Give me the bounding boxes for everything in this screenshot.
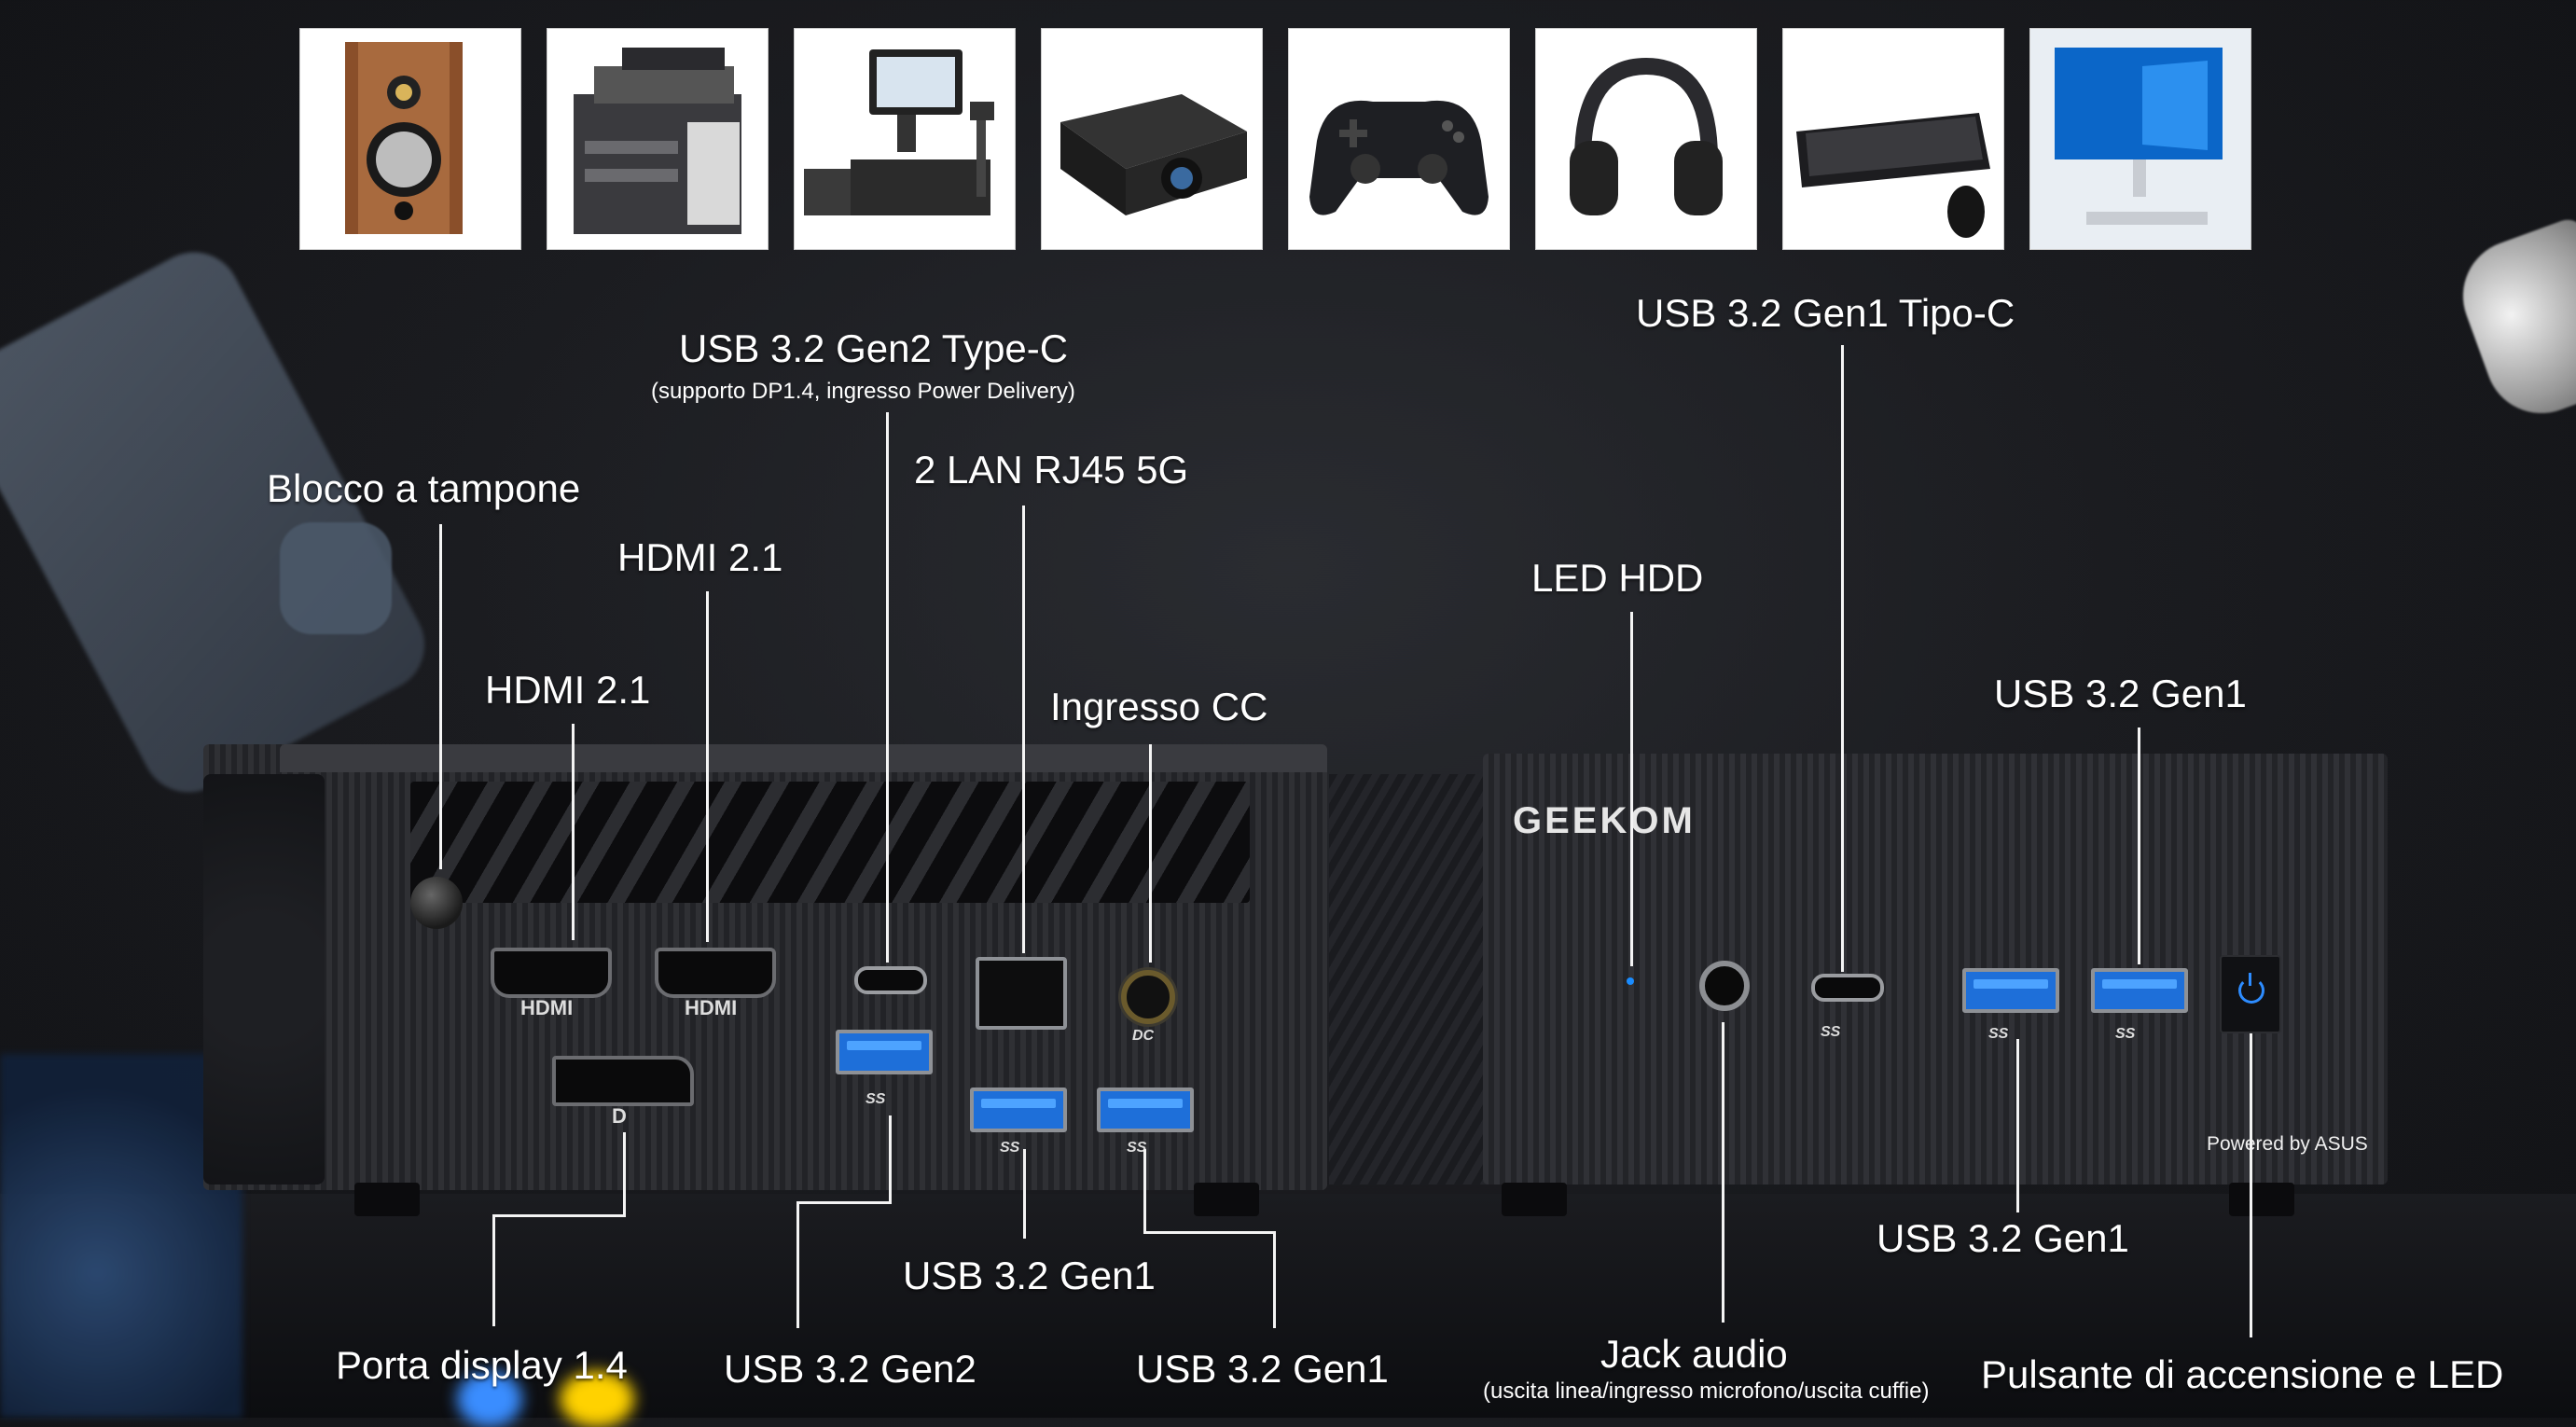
leader-line xyxy=(2016,1039,2019,1212)
usb-a-gen1-port-1 xyxy=(970,1088,1067,1132)
led-hdd-indicator xyxy=(1627,977,1634,985)
label-audio: Jack audio xyxy=(1600,1332,1788,1376)
label-usb-gen1-bottom-mid: USB 3.2 Gen1 xyxy=(903,1254,1156,1297)
gamepad-icon xyxy=(1309,100,1489,215)
projector-icon xyxy=(1060,94,1247,215)
lan-port xyxy=(976,957,1067,1030)
leader-line xyxy=(2138,727,2140,964)
dc-mark: DC xyxy=(1132,1028,1155,1044)
usb-ss-mark: SS xyxy=(1821,1024,1841,1040)
label-usb-gen2: USB 3.2 Gen2 xyxy=(724,1347,976,1391)
usb-ss-mark: SS xyxy=(1127,1140,1147,1156)
leader-line xyxy=(492,1214,626,1217)
leader-line xyxy=(1273,1231,1276,1328)
leader-line xyxy=(623,1132,626,1216)
leader-line xyxy=(2250,1033,2252,1337)
thumbnail-speaker xyxy=(299,28,521,250)
pos-register-icon xyxy=(804,49,994,215)
label-usb-c-gen2-sub: (supporto DP1.4, ingresso Power Delivery… xyxy=(651,379,1075,404)
leader-line xyxy=(1143,1149,1146,1233)
leader-line xyxy=(439,524,442,869)
thumbnail-monitor xyxy=(2029,28,2251,250)
hdmi-port-1-mark: HDMI xyxy=(520,996,574,1019)
leader-line xyxy=(706,591,709,942)
leader-line xyxy=(796,1201,799,1328)
label-kensington: Blocco a tampone xyxy=(267,466,581,510)
label-power: Pulsante di accensione e LED xyxy=(1981,1352,2504,1396)
background-circuit-board xyxy=(0,1054,242,1418)
speaker-icon xyxy=(345,42,463,234)
dc-in-port xyxy=(1121,970,1175,1024)
label-led-hdd: LED HDD xyxy=(1531,556,1704,600)
hdmi-port-1 xyxy=(491,948,612,998)
thumbnail-keyboard xyxy=(1782,28,2004,250)
rear-vent xyxy=(410,782,1250,903)
brand-logo: GEEKOM xyxy=(1513,800,1696,841)
leader-line xyxy=(1022,506,1025,953)
background-phone xyxy=(0,235,441,810)
hdmi-port-2 xyxy=(655,948,776,998)
device-foot xyxy=(1194,1183,1259,1216)
label-audio-sub: (uscita linea/ingresso microfono/uscita … xyxy=(1483,1379,1930,1404)
headphones-icon xyxy=(1570,57,1723,215)
usb-c-gen2-port xyxy=(854,966,927,994)
thumbnail-printer xyxy=(547,28,769,250)
label-usb-gen1-bottom: USB 3.2 Gen1 xyxy=(1136,1347,1389,1391)
floor xyxy=(0,1194,2576,1418)
label-usb-gen1-right-bottom: USB 3.2 Gen1 xyxy=(1877,1216,2129,1260)
label-hdmi-a: HDMI 2.1 xyxy=(617,535,783,579)
keyboard-mouse-icon xyxy=(1796,113,1990,238)
usb-a-gen1-port-2 xyxy=(1097,1088,1194,1132)
usb-a-front-port-1 xyxy=(1962,968,2059,1013)
leader-line xyxy=(1023,1149,1026,1239)
mini-pc-rear-top xyxy=(280,744,1327,772)
thumbnail-headphones xyxy=(1535,28,1757,250)
label-usb-c-gen1: USB 3.2 Gen1 Tipo-C xyxy=(1636,291,2015,335)
leader-line xyxy=(886,412,889,963)
mini-pc-side xyxy=(1329,774,1488,1185)
device-foot xyxy=(2229,1183,2294,1216)
printer-icon xyxy=(574,48,741,234)
displayport-port xyxy=(552,1056,694,1106)
background-object xyxy=(2447,215,2576,429)
power-icon xyxy=(2238,973,2264,1004)
kensington-lock xyxy=(410,877,463,929)
leader-line xyxy=(492,1214,495,1326)
mini-pc-side-grille xyxy=(203,774,325,1185)
usb-ss-mark: SS xyxy=(2115,1026,2136,1042)
displayport-mark: D xyxy=(612,1104,627,1128)
usb-ss-mark: SS xyxy=(866,1091,886,1107)
label-usb-gen1-right-top: USB 3.2 Gen1 xyxy=(1994,672,2247,715)
leader-line xyxy=(1143,1231,1276,1234)
label-display-port: Porta display 1.4 xyxy=(336,1343,628,1387)
powered-by-text: Powered by ASUS xyxy=(2207,1133,2368,1155)
device-foot xyxy=(354,1183,420,1216)
label-lan: 2 LAN RJ45 5G xyxy=(914,448,1189,492)
leader-line xyxy=(1722,1022,1724,1323)
audio-jack xyxy=(1699,961,1750,1011)
label-hdmi-b: HDMI 2.1 xyxy=(485,668,651,712)
leader-line xyxy=(889,1115,892,1203)
monitor-icon xyxy=(2030,29,2251,249)
label-dc-in: Ingresso CC xyxy=(1050,685,1268,728)
thumbnail-gamepad xyxy=(1288,28,1510,250)
leader-line xyxy=(1630,612,1633,966)
power-button xyxy=(2220,955,2281,1033)
device-foot xyxy=(1502,1183,1567,1216)
thumbnail-pos xyxy=(794,28,1016,250)
usb-c-gen1-port xyxy=(1811,974,1884,1002)
leader-line xyxy=(796,1201,892,1204)
leader-line xyxy=(1841,345,1844,972)
background-phone-camera xyxy=(280,522,392,634)
usb-a-front-port-2 xyxy=(2091,968,2188,1013)
hdmi-port-2-mark: HDMI xyxy=(685,996,738,1019)
usb-ss-mark: SS xyxy=(1000,1140,1020,1156)
thumbnail-projector xyxy=(1041,28,1263,250)
leader-line xyxy=(572,724,575,940)
leader-line xyxy=(1149,744,1152,963)
label-usb-c-gen2: USB 3.2 Gen2 Type-C xyxy=(679,326,1069,370)
usb-ss-mark: SS xyxy=(1988,1026,2009,1042)
usb-a-gen2-port xyxy=(836,1030,933,1074)
